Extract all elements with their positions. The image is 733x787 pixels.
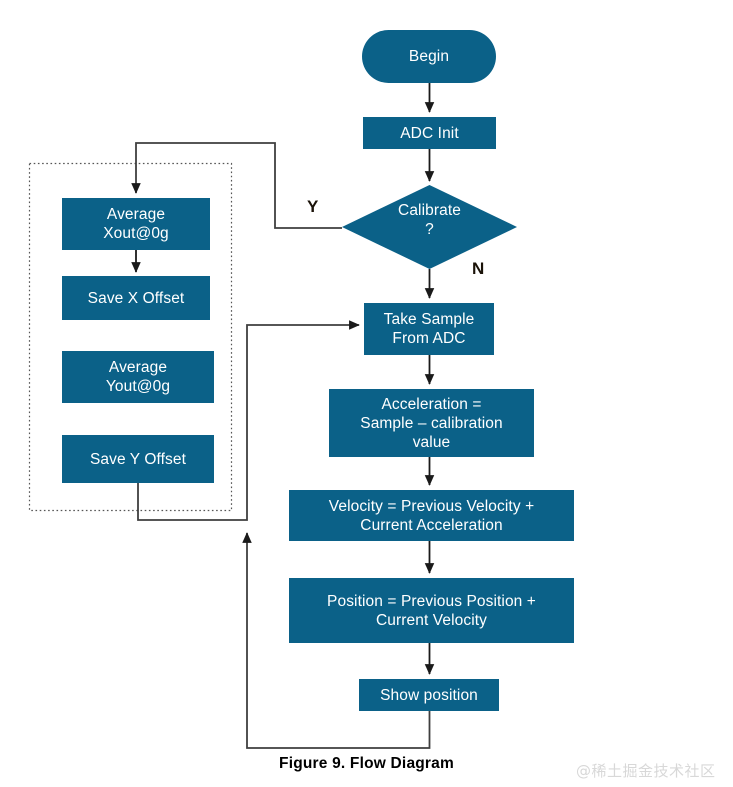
calibration-group-box (28, 162, 233, 512)
connector-show-position-loop-back (242, 532, 431, 749)
connector-save-y-to-take-sample (137, 320, 360, 521)
node-begin (362, 30, 496, 83)
node-velocity (289, 490, 574, 541)
node-calibrate (342, 185, 517, 269)
node-save-x (62, 276, 210, 320)
connector-calibrate-yes-to-average-xout (131, 142, 342, 229)
node-acceleration (329, 389, 534, 457)
node-take-sample (364, 303, 494, 355)
node-adc-init (363, 117, 496, 149)
node-average-yout (62, 351, 214, 403)
figure-caption: Figure 9. Flow Diagram (279, 755, 454, 772)
node-position (289, 578, 574, 643)
node-save-y (62, 435, 214, 483)
node-average-xout (62, 198, 210, 250)
watermark: @稀土掘金技术社区 (576, 762, 716, 780)
branch-label-no: N (472, 259, 485, 278)
branch-label-yes: Y (307, 197, 319, 216)
node-show-position (359, 679, 499, 711)
